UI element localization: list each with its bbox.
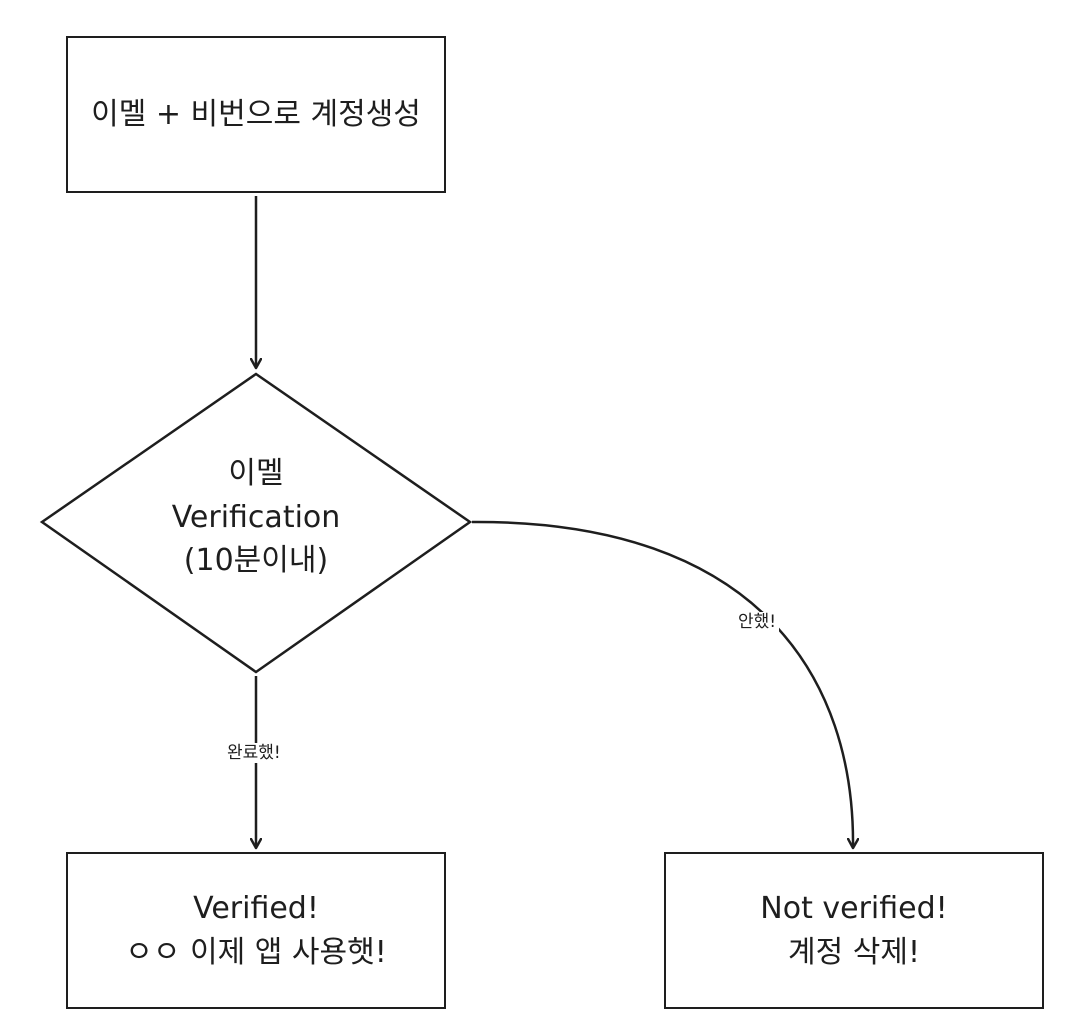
edge-decision-to-not-verified xyxy=(471,520,853,848)
verified-node: Verified! ㅇㅇ 이제 앱 사용햇! xyxy=(66,852,446,1009)
not-verified-node: Not verified! 계정 삭제! xyxy=(664,852,1044,1009)
edge-label-yes: 완료했! xyxy=(224,743,284,764)
decision-node-label: 이멜 Verification (10분이내) xyxy=(171,456,341,578)
start-node: 이멜 + 비번으로 계정생성 xyxy=(66,36,446,193)
decision-diamond xyxy=(39,372,473,674)
edge-label-no: 안했! xyxy=(735,612,780,633)
not-verified-node-label: Not verified! 계정 삭제! xyxy=(760,891,948,970)
verified-node-label: Verified! ㅇㅇ 이제 앱 사용햇! xyxy=(125,891,387,970)
start-node-label: 이멜 + 비번으로 계정생성 xyxy=(91,96,421,132)
